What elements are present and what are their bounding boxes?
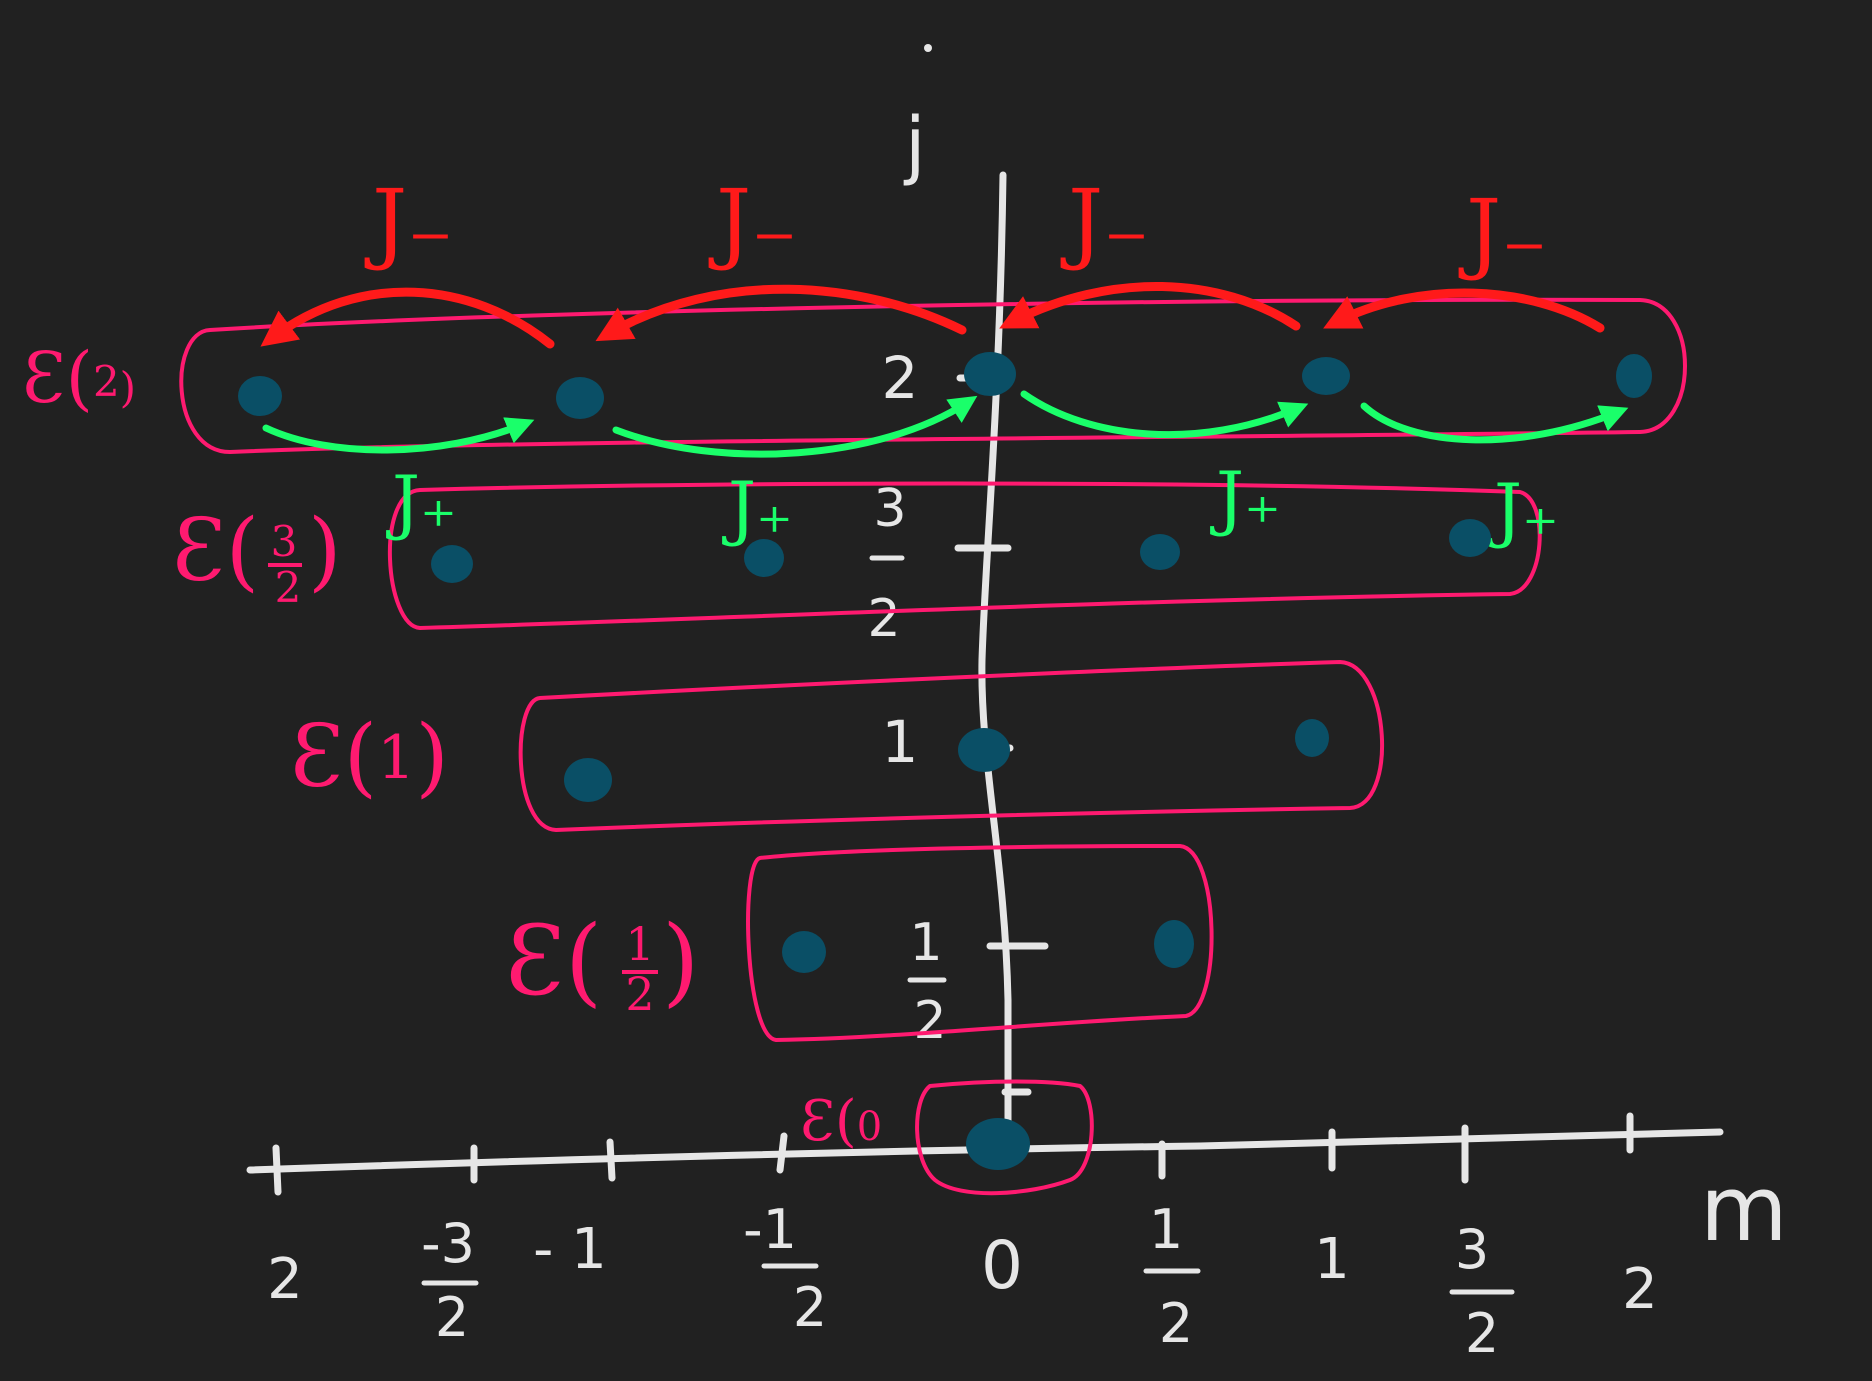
j-tick-label: 2 — [867, 589, 900, 649]
m-tick-label: 2 — [793, 1276, 827, 1339]
state-dot-j1-m-1 — [564, 758, 612, 802]
state-dot-j1-2-m-1-2 — [782, 931, 826, 973]
state-dot-j3-2-m1-2 — [1140, 534, 1180, 570]
lowering-operator-label: J₋ — [708, 170, 798, 273]
m-tick-label: 0 — [981, 1227, 1023, 1304]
state-dot-j3-2-m-1-2 — [744, 539, 784, 577]
subspace-label-num: 3 — [271, 517, 298, 566]
subspace-value: 1 — [377, 723, 415, 793]
subspace-box-j1 — [518, 659, 1385, 833]
raising-arrow — [1020, 390, 1309, 439]
m-tick-label: -3 — [421, 1212, 475, 1275]
raising-arrows: J₊ J₊ J₊ J₊ — [262, 390, 1629, 551]
m-tick — [606, 1138, 616, 1182]
subspace-prefix: Ɛ( — [290, 707, 377, 807]
m-axis-ticks: 2 -3 2 - 1 -1 2 0 1 2 1 3 2 2 — [267, 1112, 1658, 1365]
raising-arrow — [262, 417, 535, 454]
m-tick-label: 1 — [1149, 1198, 1183, 1261]
m-tick-label: 2 — [435, 1286, 469, 1349]
raising-arrow — [612, 395, 978, 458]
subspace-box-j1-2 — [746, 843, 1214, 1043]
subspace-suffix: ) — [120, 363, 136, 412]
subspace-suffix: ) — [415, 707, 449, 807]
state-dot-j1-m0 — [958, 728, 1010, 772]
j-tick-label: 1 — [909, 913, 942, 973]
j-axis-top-dot — [924, 44, 932, 52]
subspace-box-j3-2 — [387, 481, 1542, 631]
m-axis-line — [246, 1128, 1724, 1174]
j-tick-label: 1 — [882, 708, 919, 776]
subspace-prefix: Ɛ( — [800, 1089, 857, 1154]
lowering-arrow — [595, 284, 967, 342]
raising-operator-label: J₊ — [1488, 469, 1559, 551]
subspace-box-j0 — [915, 1079, 1094, 1196]
lowering-arrows: J₋ J₋ J₋ J₋ — [260, 170, 1605, 349]
state-dot-j2-m-1 — [556, 377, 604, 419]
m-tick — [776, 1132, 788, 1174]
subspace-label-j0: Ɛ(0 — [800, 1089, 882, 1154]
j-tick-label: 2 — [882, 344, 919, 412]
state-dot-j2-m1 — [1302, 357, 1350, 395]
lowering-operator-label: J₋ — [1458, 180, 1548, 283]
state-dot-j2-m2 — [1616, 354, 1652, 398]
state-dot-j3-2-m-3-2 — [431, 545, 473, 583]
state-dot-j2-m0 — [964, 352, 1016, 396]
lowering-arrow — [1323, 288, 1605, 333]
j-axis-label: j — [903, 102, 926, 188]
subspace-prefix: Ɛ( — [22, 337, 93, 419]
subspace-label-j2: Ɛ(2) — [22, 337, 136, 419]
subspace-label-suffix: ) — [662, 905, 699, 1017]
state-dot-j1-2-m1-2 — [1154, 920, 1194, 968]
subspace-label-j1: Ɛ(1) — [290, 707, 449, 807]
axes: j m — [246, 44, 1788, 1262]
subspace-label-den: 2 — [625, 967, 654, 1021]
raising-arrow — [1360, 402, 1629, 444]
m-tick-label: 3 — [1455, 1218, 1489, 1281]
subspace-label-j3-2: Ɛ( — [172, 501, 259, 601]
m-tick-label: 2 — [267, 1247, 303, 1312]
m-axis-label: m — [1700, 1157, 1788, 1262]
j-axis-ticks: 2 3 2 1 1 2 — [867, 344, 1049, 1096]
m-tick-label: -1 — [743, 1198, 797, 1261]
m-tick-label: 2 — [1465, 1302, 1499, 1365]
state-dot-j1-m1 — [1295, 719, 1329, 757]
raising-operator-label: J₊ — [722, 467, 793, 549]
state-dot-j0-m0 — [966, 1118, 1030, 1170]
m-tick-label: 2 — [1622, 1257, 1658, 1322]
m-tick — [272, 1144, 282, 1196]
j-axis-line — [978, 171, 1012, 1154]
m-tick-label: - 1 — [533, 1217, 607, 1282]
subspace-label-j1-2: Ɛ( — [505, 905, 602, 1017]
states — [238, 352, 1652, 1170]
lowering-arrow — [999, 282, 1301, 331]
lowering-operator-label: J₋ — [1060, 170, 1150, 273]
subspace-label-num: 1 — [625, 917, 654, 971]
subspace-box-j2 — [179, 297, 1687, 455]
raising-operator-label: J₊ — [1210, 457, 1281, 539]
lowering-arrow — [260, 287, 555, 349]
subspace-value: 0 — [857, 1104, 882, 1150]
subspace-label-suffix: ) — [308, 501, 342, 601]
m-tick-label: 1 — [1314, 1227, 1350, 1292]
j-tick-label: 3 — [873, 479, 906, 539]
state-dot-j2-m-2 — [238, 376, 282, 416]
lowering-operator-label: J₋ — [364, 170, 454, 273]
subspace-label-den: 2 — [275, 563, 302, 612]
state-dot-j3-2-m3-2 — [1449, 519, 1491, 557]
j-tick-label: 2 — [913, 991, 946, 1051]
m-tick-label: 2 — [1159, 1292, 1193, 1355]
subspace-value: 2 — [93, 357, 120, 406]
subspace-labels: Ɛ(2) Ɛ( 3 2 ) Ɛ(1) Ɛ( 1 2 ) Ɛ(0 — [22, 337, 882, 1154]
raising-operator-label: J₊ — [386, 461, 457, 543]
subspace-boxes — [179, 297, 1687, 1196]
